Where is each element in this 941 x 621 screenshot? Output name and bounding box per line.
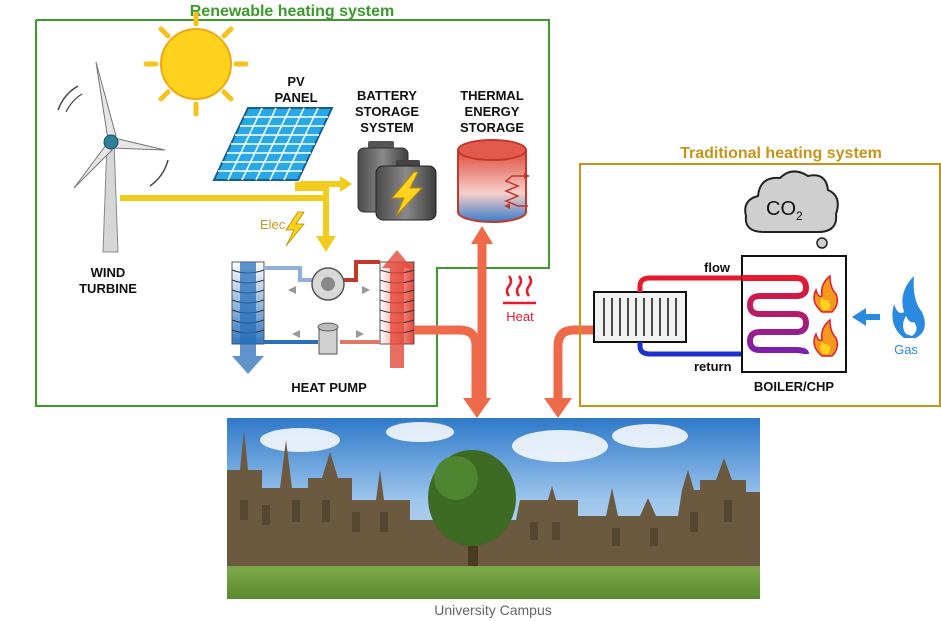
wind-turbine-label-line2: TURBINE xyxy=(79,281,137,296)
battery-label-line1: BATTERY xyxy=(357,88,417,103)
renewable-system-box xyxy=(35,19,550,407)
campus-label: University Campus xyxy=(434,602,551,618)
co2-cloud-icon xyxy=(744,170,839,249)
flame-icon xyxy=(813,318,839,357)
heat-arrow-traditional-to-campus xyxy=(544,398,572,418)
co2-label: CO2 xyxy=(766,198,803,223)
radiator-icon xyxy=(593,291,687,343)
heat-arrow-renewable-to-campus xyxy=(463,398,491,418)
renewable-system-title: Renewable heating system xyxy=(190,3,395,20)
traditional-system-box xyxy=(579,163,941,407)
sun-icon xyxy=(143,11,249,117)
pv-panel-label-line2: PANEL xyxy=(274,90,317,105)
thermal-storage-tank-icon xyxy=(457,139,530,223)
elec-label: Elec xyxy=(260,217,286,232)
flow-label: flow xyxy=(704,260,731,275)
heat-label: Heat xyxy=(506,309,534,324)
gas-flame-icon xyxy=(892,276,925,338)
heat-waves-icon xyxy=(503,275,536,305)
lightning-icon xyxy=(285,211,305,247)
boiler-coil xyxy=(742,275,810,355)
gas-arrow-icon xyxy=(852,308,880,326)
heat-pump-icon xyxy=(231,250,415,374)
boiler-label: BOILER/CHP xyxy=(754,379,835,394)
traditional-system-title: Traditional heating system xyxy=(680,145,882,162)
return-label: return xyxy=(694,359,732,374)
elec-arrow-to-battery xyxy=(340,176,352,192)
battery-label-line2: STORAGE xyxy=(355,104,419,119)
heat-flow-lines xyxy=(414,240,594,402)
battery-storage-icon xyxy=(357,141,437,221)
flame-icon xyxy=(813,274,839,313)
thermal-storage-label-line2: ENERGY xyxy=(465,104,520,119)
pv-panel-icon xyxy=(212,107,334,181)
heat-pump-label: HEAT PUMP xyxy=(291,380,367,395)
electricity-lines xyxy=(120,181,344,238)
flow-pipe xyxy=(637,275,742,292)
thermal-storage-label-line3: STORAGE xyxy=(460,120,524,135)
return-pipe xyxy=(637,342,742,357)
heat-arrow-to-tank xyxy=(471,226,493,244)
thermal-storage-label-line1: THERMAL xyxy=(460,88,524,103)
elec-arrow-to-heat-pump xyxy=(316,236,336,252)
pv-panel-label-line1: PV xyxy=(287,74,305,89)
wind-turbine-icon xyxy=(57,61,169,253)
battery-label-line3: SYSTEM xyxy=(360,120,413,135)
gas-label: Gas xyxy=(894,342,918,357)
campus-photo xyxy=(227,418,760,599)
wind-turbine-label-line1: WIND xyxy=(91,265,126,280)
